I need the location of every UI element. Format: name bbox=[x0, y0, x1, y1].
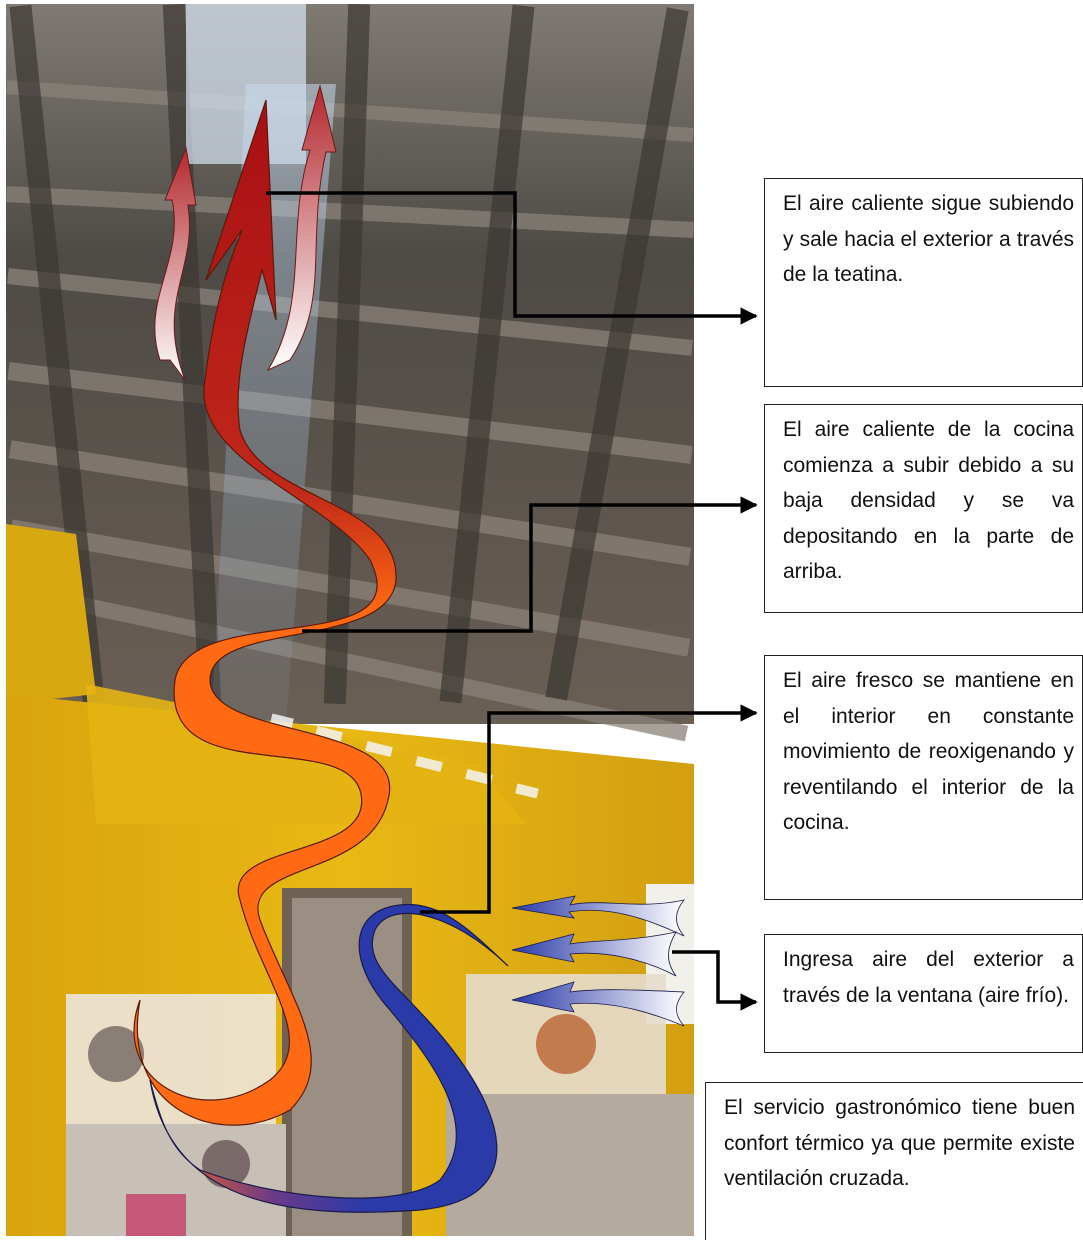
note-fresh-air-circulates: El aire fresco se mantiene en el interio… bbox=[764, 655, 1083, 900]
note-summary: El servicio gastronómico tiene buen conf… bbox=[705, 1082, 1083, 1240]
connector-teatina bbox=[266, 191, 758, 325]
right-rising-air-arrow bbox=[266, 84, 337, 372]
hot-air-flow-arrow bbox=[133, 99, 397, 1126]
connector-hot-air bbox=[302, 496, 758, 633]
note-cold-air-enters-text: Ingresa aire del exterior a través de la… bbox=[783, 948, 1074, 1007]
note-hot-air-rises-text: El aire caliente de la cocina comienza a… bbox=[783, 418, 1074, 583]
note-hot-air-exits: El aire caliente sigue subiendo y sale h… bbox=[764, 178, 1083, 387]
inflow-arrow-1 bbox=[511, 895, 686, 937]
cold-air-flow-arrow bbox=[149, 903, 509, 1213]
inflow-arrow-3 bbox=[511, 981, 685, 1027]
connector-window bbox=[672, 950, 758, 1011]
note-fresh-air-circulates-text: El aire fresco se mantiene en el interio… bbox=[783, 669, 1074, 834]
note-hot-air-rises: El aire caliente de la cocina comienza a… bbox=[764, 404, 1083, 613]
cold-air-inflow-arrows bbox=[511, 895, 686, 1027]
left-rising-air-arrow bbox=[154, 146, 197, 381]
connector-fresh-air bbox=[420, 704, 758, 914]
note-cold-air-enters: Ingresa aire del exterior a través de la… bbox=[764, 934, 1083, 1053]
note-summary-text: El servicio gastronómico tiene buen conf… bbox=[724, 1096, 1075, 1190]
inflow-arrow-2 bbox=[511, 931, 677, 977]
note-hot-air-exits-text: El aire caliente sigue subiendo y sale h… bbox=[783, 192, 1074, 286]
